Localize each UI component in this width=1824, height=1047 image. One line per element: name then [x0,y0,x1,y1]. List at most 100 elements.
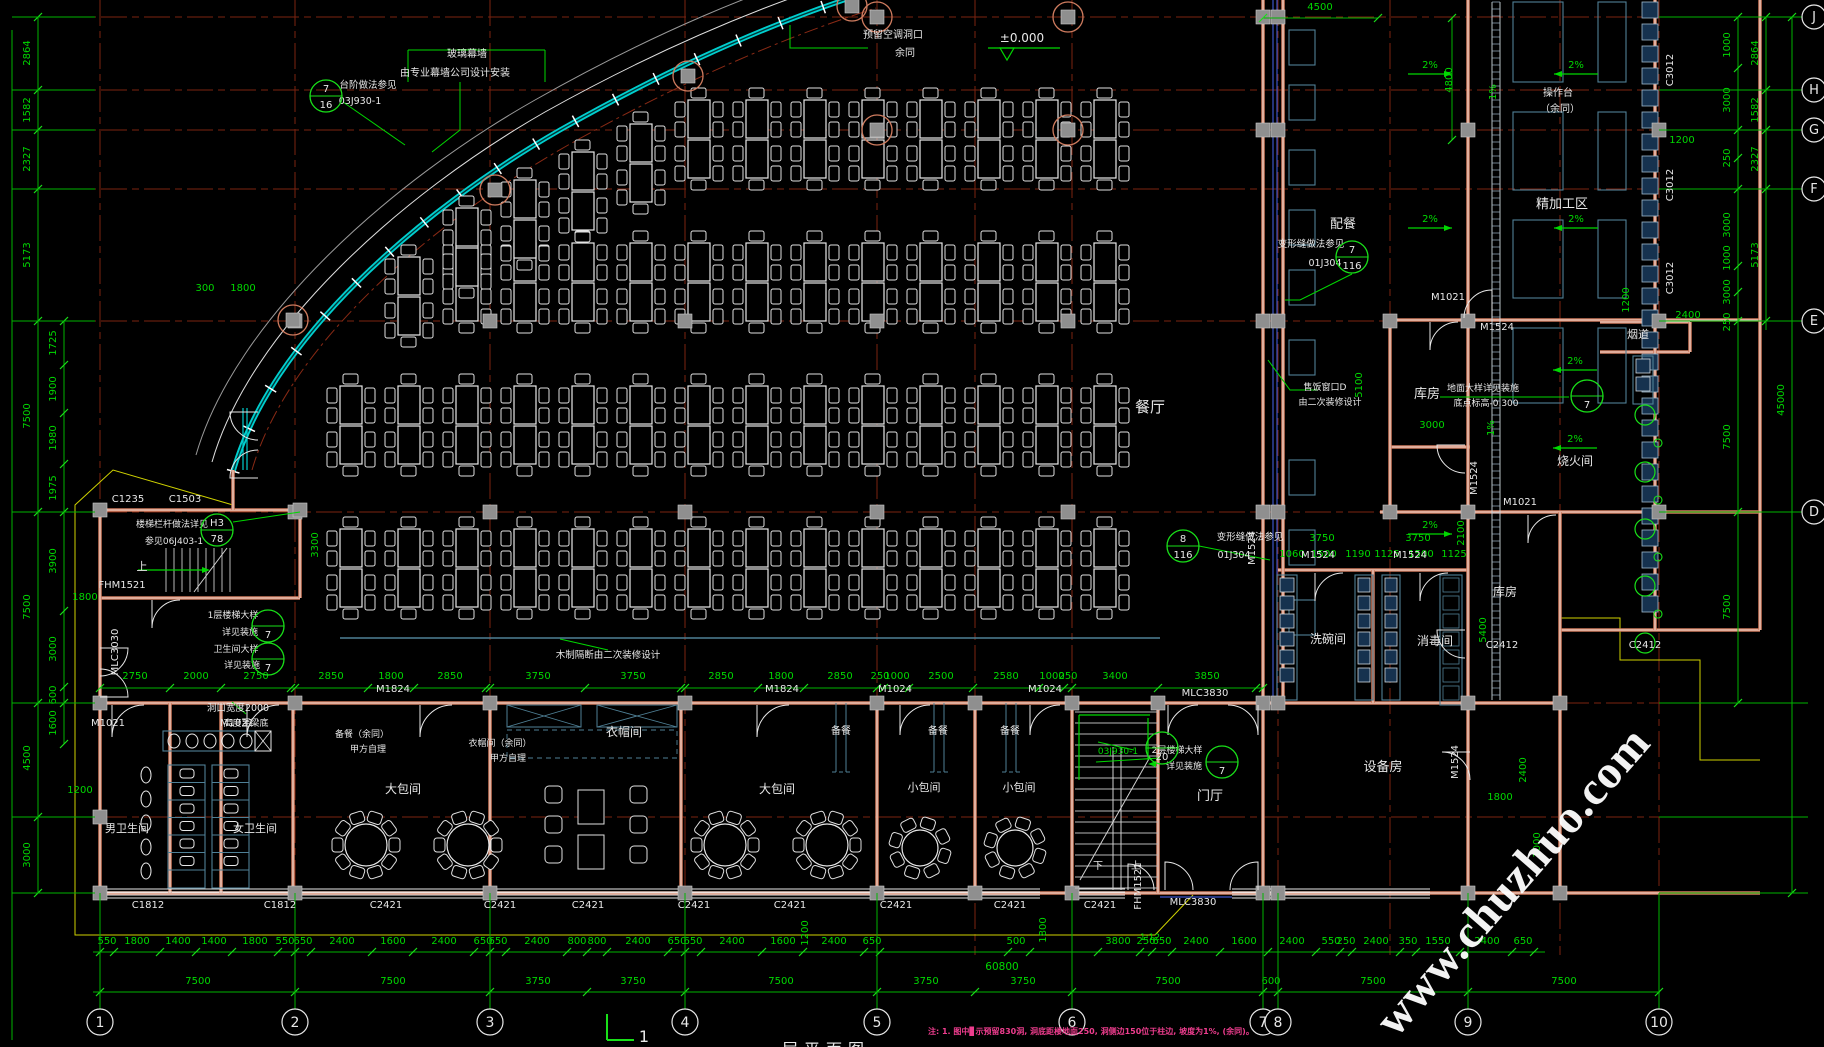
chair [538,308,550,325]
chair [1038,608,1055,620]
room-label: 男卫生间 [105,821,149,835]
chair [616,308,628,325]
chair [770,288,782,305]
chair [574,231,591,243]
chair [1080,165,1092,182]
leader-line [1285,273,1353,301]
dim-label: 650 [862,936,881,947]
dim-label: 550 [1321,936,1340,947]
slope-label: 2% [1568,214,1584,225]
chair [886,387,898,404]
chair [770,244,782,261]
chair [400,608,417,620]
chair [442,451,454,468]
callout-bottom: 16 [320,100,333,111]
column [1460,504,1476,520]
dim-label: 5173 [1750,242,1761,267]
opening-tag: C2412 [1486,640,1518,651]
chair [1080,431,1092,448]
chair [1032,847,1047,864]
chair-rot [451,810,468,826]
chair [500,407,512,424]
stove-pilot [1653,552,1663,562]
chair [1060,431,1072,448]
arrow-head [1444,71,1452,77]
door-swing [899,704,931,736]
chair [770,308,782,325]
dim-label: 7500 [1722,594,1733,619]
chair [616,387,628,404]
dining-table [977,99,1001,139]
dining-table [629,568,653,608]
dining-table [455,568,479,608]
equipment-rack [1439,574,1463,706]
leader-line [1097,741,1135,751]
chair [886,574,898,591]
chair [364,594,376,611]
dim-label: 2580 [993,671,1018,682]
window-cell [1641,199,1659,217]
rack-cell [1279,631,1295,647]
axis-bubble [281,1008,309,1036]
chair [828,308,840,325]
chair [458,608,475,620]
dim-label: 7500 [22,403,33,428]
dim-label: 1200 [800,920,811,945]
chair [806,608,823,620]
chair [770,145,782,162]
dim-label: 2850 [437,671,462,682]
chair [922,608,939,620]
chair [1118,574,1130,591]
annotation: 上 [137,560,148,573]
dim-label: 7500 [22,594,33,619]
chair-rot [827,810,844,826]
chair [596,387,608,404]
opening-tag: M1524 [1393,550,1427,561]
chair [732,574,744,591]
dining-table [919,282,943,322]
dim-label: 2327 [1750,146,1761,171]
dining-table [919,425,943,465]
dim-label: 4800 [1444,67,1455,92]
chair [1022,244,1034,261]
stove-burner [1634,518,1656,540]
chair [748,465,765,477]
dim-tick [59,459,69,469]
chair [906,145,918,162]
chair [558,407,570,424]
chair [712,594,724,611]
chair [790,574,802,591]
chair [674,530,686,547]
dim-label: 3750 [1309,533,1334,544]
dim-label: 5400 [1478,617,1489,642]
chair [422,407,434,424]
plan-title-partial: 一层平面图 [760,1036,870,1047]
column [869,695,885,711]
room-label: 库房 [1493,584,1517,599]
urinal [140,790,152,808]
dim-label: 1600 [48,710,59,735]
opening-tag: M1021 [1431,292,1465,303]
stove-pilot [1653,609,1663,619]
chair [923,863,940,879]
chair [326,530,338,547]
chair-rot [919,816,936,831]
chair [848,145,860,162]
dim-label: 2400 [625,936,650,947]
equipment-rack [1276,574,1298,701]
chair [740,853,756,870]
dim-tick [59,682,69,692]
chair [384,258,396,275]
dining-table [977,425,1001,465]
chair [574,322,591,334]
chair [964,121,976,138]
dim-label: 650 [473,936,492,947]
chair [748,516,765,528]
stall-band [211,764,250,889]
axis-bubble-label: 9 [1464,1015,1473,1031]
chair [732,288,744,305]
callout-top: H3 [210,518,224,529]
dining-table [1093,282,1117,322]
opening-tag: C2421 [994,900,1026,911]
annotation: 售饭窗口D [1304,381,1347,393]
